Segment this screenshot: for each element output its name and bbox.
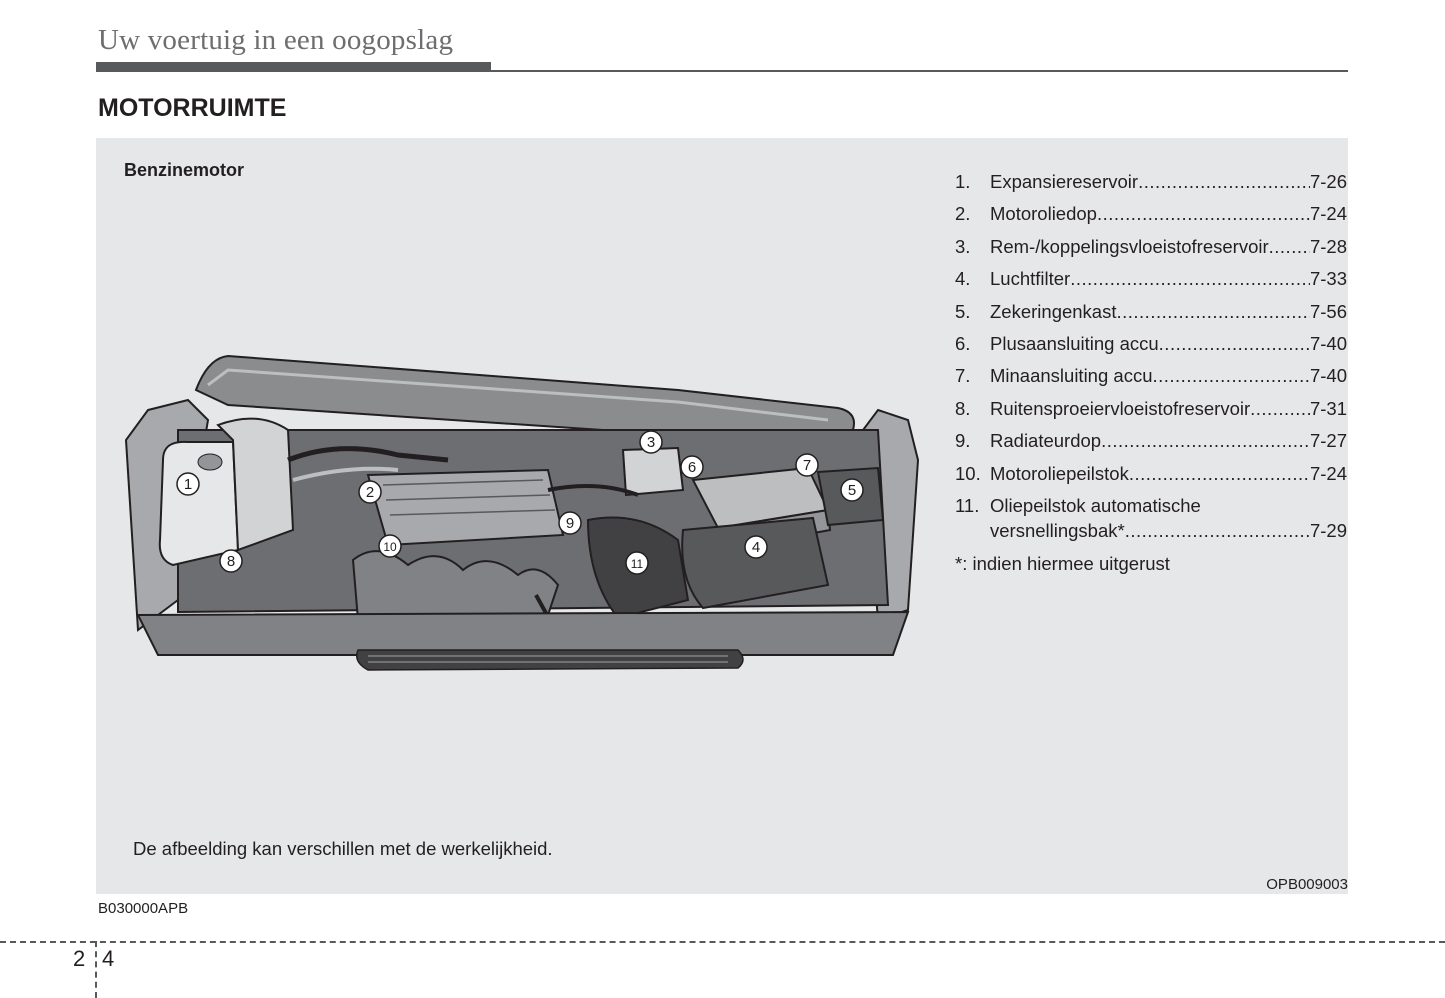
legend-number: 9. (955, 430, 971, 452)
legend-label: Radiateurdop (990, 430, 1102, 452)
legend-number: 10. (955, 462, 981, 484)
legend-number: 1. (955, 171, 971, 192)
legend-number: 7. (955, 365, 971, 387)
legend-label: Luchtfilter (990, 268, 1071, 290)
legend-page: 7-24 (1309, 203, 1347, 225)
legend-item: 11. Oliepeilstok automatische versnellin… (955, 492, 1347, 550)
svg-text:2: 2 (366, 484, 374, 501)
legend-label: Motoroliedop (990, 203, 1097, 225)
legend-page: 7-56 (1309, 300, 1347, 322)
callout-9: 9 (558, 511, 582, 535)
legend-item: 6. Plusaansluiting accu 7-40 (955, 330, 1347, 362)
callout-6: 6 (680, 455, 704, 479)
page-number-divider (95, 941, 97, 998)
legend-number: 8. (955, 397, 971, 419)
legend-number: 6. (955, 332, 971, 354)
legend-label: Zekeringenkast (990, 300, 1117, 322)
legend-item: 4. Luchtfilter 7-33 (955, 265, 1347, 297)
legend-item: 9. Radiateurdop 7-27 (955, 427, 1347, 459)
svg-text:3: 3 (647, 434, 655, 451)
header-rule-thin (96, 70, 1348, 72)
chapter-number: 2 (73, 946, 86, 971)
callout-5: 5 (840, 478, 864, 502)
legend-number: 11. (955, 494, 980, 516)
svg-text:7: 7 (803, 457, 811, 474)
page-number: 4 (102, 946, 115, 971)
legend-page: 7-29 (1309, 519, 1347, 541)
svg-text:1: 1 (184, 476, 192, 493)
legend-number: 3. (955, 235, 971, 257)
callout-8: 8 (219, 549, 243, 573)
figure-caption: De afbeelding kan verschillen met de wer… (133, 838, 553, 859)
legend-page: 7-31 (1309, 397, 1347, 419)
reference-code: B030000APB (98, 900, 189, 917)
figure-code: OPB009003 (1266, 876, 1348, 893)
legend-page: 7-26 (1309, 171, 1347, 192)
legend-label: Minaansluiting accu (990, 365, 1153, 387)
legend-page: 7-33 (1309, 268, 1347, 290)
legend-item: 7. Minaansluiting accu 7-40 (955, 362, 1347, 394)
legend-label: Oliepeilstok automatische (990, 494, 1201, 516)
svg-text:11: 11 (631, 557, 644, 571)
engine-type-heading: Benzinemotor (124, 160, 245, 180)
legend-number: 5. (955, 300, 971, 322)
legend-page: 7-27 (1309, 430, 1347, 452)
legend-label: Rem-/koppelingsvloeistofreservoir (990, 235, 1269, 257)
legend-item: 1. Expansiereservoir 7-26 (955, 168, 1347, 200)
legend-item: 8. Ruitensproeiervloeistofreservoir 7-31 (955, 395, 1347, 427)
legend-page: 7-40 (1309, 332, 1347, 354)
legend-item: 3. Rem-/koppelingsvloeistofreservoir 7-28 (955, 233, 1347, 265)
svg-text:5: 5 (848, 482, 856, 499)
legend-label: Ruitensproeiervloeistofreservoir (990, 397, 1251, 419)
legend-item: 10. Motoroliepeilstok 7-24 (955, 460, 1347, 492)
legend-footnote: *: indien hiermee uitgerust (955, 552, 1170, 574)
svg-text:10: 10 (383, 540, 397, 554)
legend-number: 2. (955, 203, 971, 225)
callout-11: 11 (625, 551, 649, 575)
legend-page: 7-40 (1309, 365, 1347, 387)
legend-page: 7-24 (1309, 462, 1347, 484)
legend-label-continued: versnellingsbak* (990, 519, 1125, 541)
footer-divider (0, 941, 1445, 943)
svg-text:4: 4 (752, 539, 760, 556)
callout-7: 7 (795, 453, 819, 477)
legend-label: Motoroliepeilstok (990, 462, 1129, 484)
callout-1: 1 (176, 472, 200, 496)
svg-text:8: 8 (227, 553, 235, 570)
parts-legend: 1. Expansiereservoir 7-26 2. Motoroliedop… (955, 168, 1347, 578)
legend-label: Expansiereservoir (990, 171, 1139, 192)
svg-text:9: 9 (566, 515, 574, 532)
header-rule-thick (96, 62, 491, 71)
legend-label: Plusaansluiting accu (990, 332, 1159, 354)
running-header: Uw voertuig in een oogopslag (98, 24, 454, 56)
legend-number: 4. (955, 268, 971, 290)
legend-item: 2. Motoroliedop 7-24 (955, 200, 1347, 232)
legend-page: 7-28 (1309, 235, 1347, 257)
callout-3: 3 (639, 430, 663, 454)
svg-text:6: 6 (688, 459, 696, 476)
section-title: MOTORRUIMTE (98, 94, 287, 122)
legend-item: 5. Zekeringenkast 7-56 (955, 298, 1347, 330)
callout-10: 10 (378, 534, 402, 558)
engine-bay-illustration: 1 2 3 4 5 6 7 8 9 10 11 (124, 354, 920, 671)
callout-4: 4 (744, 535, 768, 559)
callout-2: 2 (358, 480, 382, 504)
